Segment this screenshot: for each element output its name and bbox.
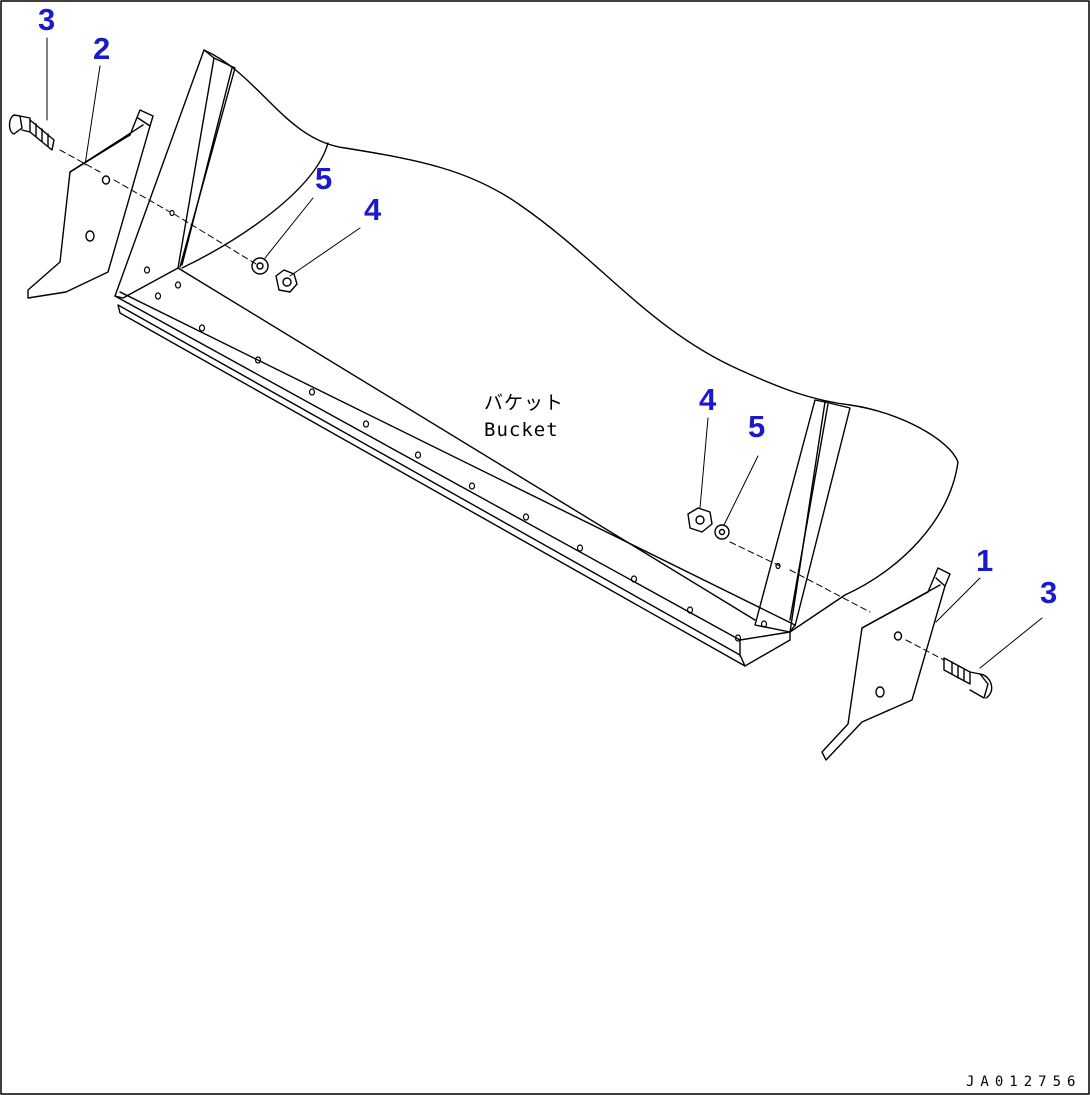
bucket-top-outline	[203, 49, 959, 633]
callout-5-upper: 5	[315, 161, 333, 196]
bucket-label-en: Bucket	[484, 419, 559, 441]
callout-2-left: 2	[93, 31, 111, 66]
callout-4-lower: 4	[699, 382, 717, 417]
left-bolt	[8, 114, 55, 151]
callout-3-right: 3	[1040, 575, 1058, 610]
leader-5-lower	[723, 455, 759, 526]
leader-1-right	[935, 577, 981, 623]
leader-4-upper	[289, 227, 361, 277]
lower-nut	[687, 507, 713, 533]
edge-bolt-holes	[143, 209, 781, 642]
drawing-number: JA012756	[966, 1074, 1082, 1090]
callout-1-right: 1	[976, 543, 994, 578]
leader-3-right	[979, 617, 1043, 669]
lower-washer	[714, 524, 730, 540]
bucket-right-side	[754, 399, 826, 633]
bucket-label-jp: バケット	[484, 392, 565, 414]
left-side-cutter	[27, 109, 154, 299]
right-side-cutter	[821, 567, 951, 761]
leader-4-lower	[699, 417, 709, 509]
callout-5-lower: 5	[748, 409, 766, 444]
callout-4-upper: 4	[364, 192, 382, 227]
left-assembly-line	[59, 149, 257, 265]
leader-5-upper	[264, 197, 314, 259]
bucket-left-side	[114, 49, 215, 299]
upper-washer	[251, 257, 269, 275]
bucket-body	[114, 49, 959, 667]
callout-3-left: 3	[38, 2, 56, 37]
upper-nut	[275, 269, 298, 293]
right-bolt	[943, 657, 993, 699]
right-assembly-line	[729, 541, 945, 661]
leader-lines	[46, 37, 1043, 669]
leader-2-left	[84, 65, 101, 166]
